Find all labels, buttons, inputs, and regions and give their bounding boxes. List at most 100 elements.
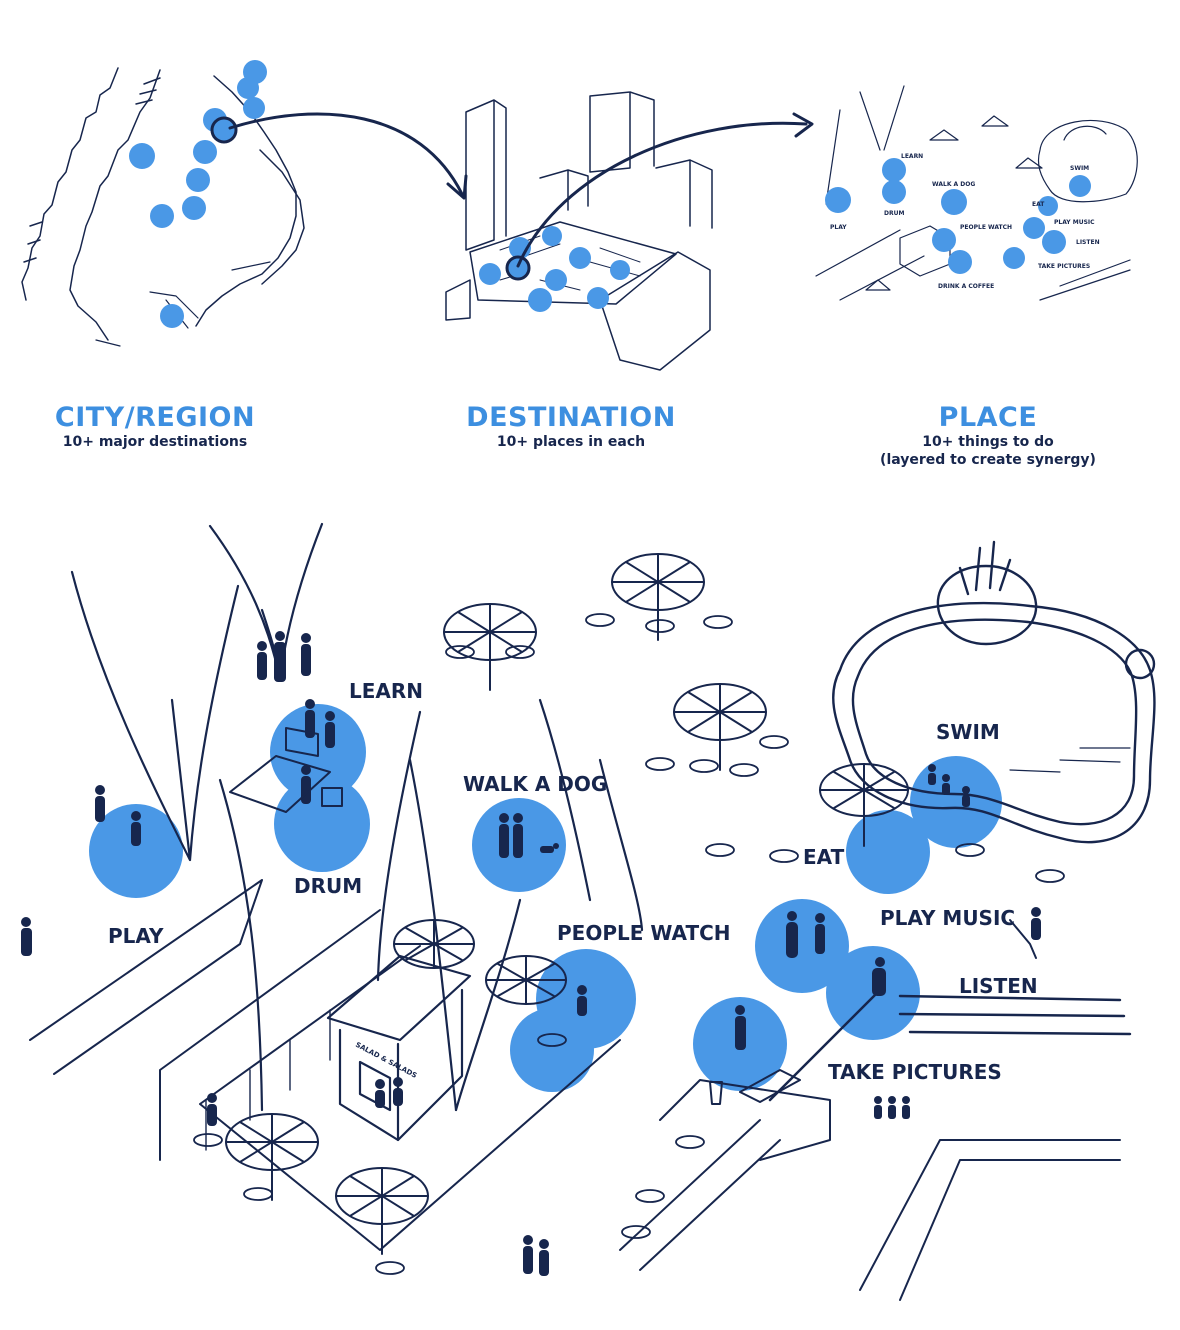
mini-umbrella (865, 115, 1043, 291)
stage-place: PLACE 10+ things to do (layered to creat… (848, 403, 1128, 469)
person-icon (95, 785, 105, 822)
fountain-center (936, 564, 1038, 646)
planter (1124, 648, 1156, 680)
cafe-tables (193, 613, 1065, 1275)
mini-label: PLAY (830, 224, 847, 231)
person-icon (274, 631, 286, 682)
person-icon (874, 1096, 882, 1119)
table (505, 645, 535, 659)
mini-activity-dot (1069, 175, 1091, 197)
mini-activity-dot (882, 180, 906, 204)
city-destination-dot (160, 304, 184, 328)
mini-label: PEOPLE WATCH (960, 224, 1012, 231)
mini-activity-dot (932, 228, 956, 252)
label-listen: LISTEN (959, 974, 1038, 998)
swim-circle (910, 756, 1002, 848)
fountain-spout (958, 540, 1012, 596)
mini-label: EAT (1032, 201, 1045, 208)
umbrella (485, 955, 567, 1005)
table (705, 843, 735, 857)
stair-lines (768, 988, 1132, 1102)
person-icon (962, 786, 970, 807)
tower-building (655, 159, 713, 229)
table (759, 735, 789, 749)
person-icon (499, 813, 509, 858)
person-icon (902, 1096, 910, 1119)
trees (70, 522, 644, 1112)
table (585, 613, 615, 627)
table (537, 1033, 567, 1047)
stage-subtitle: 10+ places in each (496, 434, 646, 450)
stage-destination: DESTINATION 10+ places in each (440, 403, 702, 451)
table (621, 1225, 651, 1239)
mini-activity-dot (1023, 217, 1045, 239)
walkway-edge (29, 879, 263, 1075)
label-play-music: PLAY MUSIC (880, 906, 1015, 930)
kiosk-window (358, 1060, 392, 1112)
railing (159, 909, 621, 1251)
mini-label: DRUM (884, 210, 904, 217)
label-take-pictures: TAKE PICTURES (828, 1060, 1002, 1084)
destination-place-dot (587, 287, 609, 309)
person-icon (523, 1235, 533, 1274)
activity-labels: LEARN SWIM WALK A DOG EAT DRUM PLAY MUSI… (108, 679, 1038, 1084)
table (445, 645, 475, 659)
umbrella (673, 683, 767, 771)
table (955, 843, 985, 857)
person-icon (21, 917, 32, 956)
table (1035, 869, 1065, 883)
place-detail-illustration: SALAD & SALADS (21, 522, 1156, 1301)
person-icon (539, 1239, 549, 1276)
mini-label: TAKE PICTURES (1038, 263, 1090, 270)
people (21, 631, 1041, 1276)
table (703, 615, 733, 629)
table (635, 1189, 665, 1203)
city-destination-dot (237, 77, 259, 99)
umbrella (819, 763, 909, 847)
city-destination-dot (129, 143, 155, 169)
library-building (445, 279, 471, 321)
tree-trunk (454, 758, 644, 1112)
table (645, 757, 675, 771)
mini-label: DRINK A COFFEE (938, 283, 994, 290)
city-map-panel (21, 60, 468, 347)
stage-city-region: CITY/REGION 10+ major destinations (30, 403, 280, 451)
mini-activity-labels: LEARN SWIM WALK A DOG EAT PLAY MUSIC DRU… (830, 153, 1100, 290)
fountain (832, 540, 1156, 844)
label-play: PLAY (108, 924, 164, 948)
destination-place-dot (569, 247, 591, 269)
table (675, 1135, 705, 1149)
person-icon (577, 985, 587, 1016)
person-icon (325, 711, 335, 748)
mini-activity-dot (948, 250, 972, 274)
learn-board (285, 727, 319, 757)
mini-tree (825, 85, 905, 205)
label-eat: EAT (803, 845, 845, 869)
play-circle (89, 804, 183, 898)
railing-posts (205, 1009, 331, 1151)
person-icon (301, 633, 311, 676)
eat-circle (846, 810, 930, 894)
tree-trunk (70, 570, 240, 862)
mini-fountain (1037, 119, 1138, 203)
dog-icon (540, 843, 559, 853)
city-road (95, 261, 271, 347)
city-riverbank (259, 149, 305, 285)
person-icon (207, 1093, 217, 1126)
arrow-destination-to-place (516, 121, 808, 268)
fountain-basin-inner (851, 618, 1138, 826)
fountain-basin-outer (832, 601, 1156, 844)
mini-label: PLAY MUSIC (1054, 219, 1095, 226)
person-icon (786, 911, 798, 958)
city-destination-dot (243, 97, 265, 119)
person-icon (131, 811, 141, 846)
person-icon (815, 913, 825, 954)
mini-activity-dot (1038, 196, 1058, 216)
destination-place-dot (528, 288, 552, 312)
table (689, 759, 719, 773)
plaza-terrace (859, 1139, 1121, 1301)
table (375, 1261, 405, 1275)
mini-plaza (815, 229, 1131, 301)
destination-place-dot (542, 226, 562, 246)
